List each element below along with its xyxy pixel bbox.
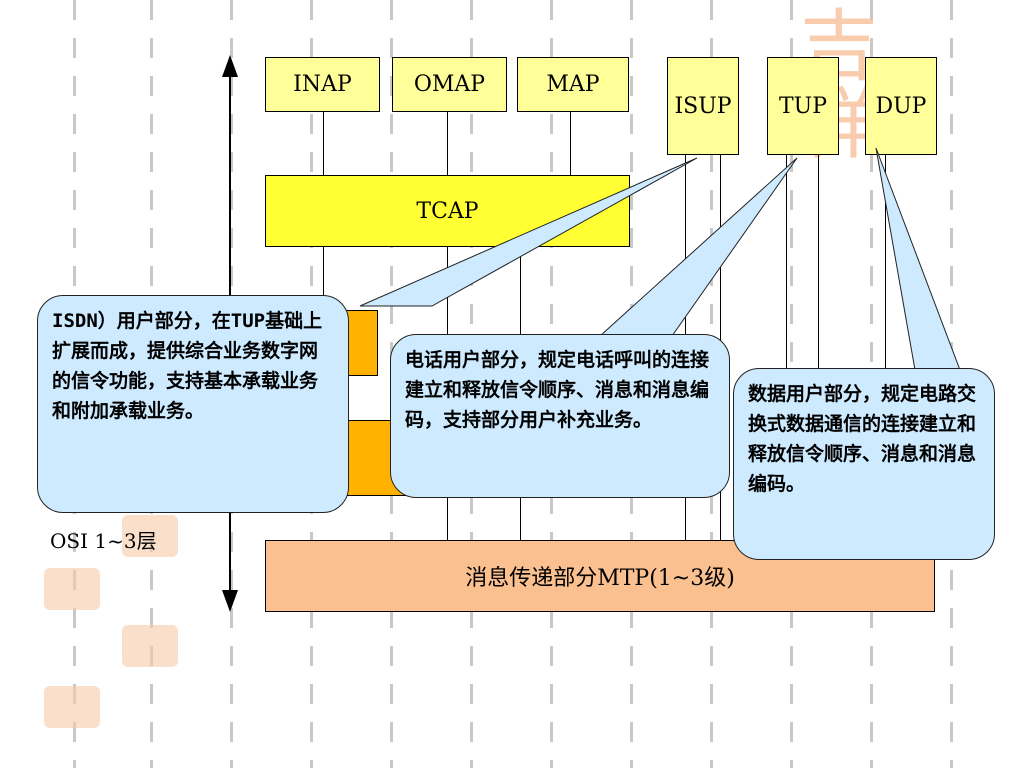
- connector-line: [323, 246, 324, 316]
- tcap-box: TCAP: [265, 175, 630, 247]
- connector-line: [323, 110, 324, 175]
- osi-label: OSI 1~3层: [50, 529, 157, 553]
- connector-line: [885, 155, 886, 370]
- isup-description-callout: ISDN）用户部分，在TUP基础上扩展而成，提供综合业务数字网的信令功能，支持基…: [37, 295, 349, 513]
- seal-logo-small: [44, 568, 100, 610]
- dup-box: DUP: [865, 57, 937, 155]
- dup-description-callout: 数据用户部分，规定电路交换式数据通信的连接建立和释放信令顺序、消息和消息编码。: [733, 368, 995, 560]
- connector-line: [786, 155, 787, 375]
- omap-label: OMAP: [413, 72, 486, 97]
- map-box: MAP: [517, 57, 629, 112]
- connector-line: [818, 155, 819, 375]
- seal-logo-small: [122, 625, 178, 667]
- map-label: MAP: [546, 72, 600, 97]
- seal-logo-small: [122, 515, 178, 557]
- seal-logo-small: [44, 686, 100, 728]
- mtp-label: 消息传递部分MTP(1~3级): [465, 566, 735, 591]
- inap-label: INAP: [293, 72, 352, 97]
- dup-label: DUP: [875, 93, 927, 119]
- tup-description-callout: 电话用户部分，规定电话呼叫的连接建立和释放信令顺序、消息和消息编码，支持部分用户…: [390, 334, 730, 498]
- dup-description-text: 数据用户部分，规定电路交换式数据通信的连接建立和释放信令顺序、消息和消息编码。: [748, 383, 977, 495]
- connector-line: [570, 110, 571, 175]
- tup-box: TUP: [767, 57, 839, 155]
- connector-line: [447, 110, 448, 175]
- isup-box: ISUP: [667, 57, 739, 155]
- tup-label: TUP: [778, 93, 828, 119]
- isup-description-text: ISDN）用户部分，在TUP基础上扩展而成，提供综合业务数字网的信令功能，支持基…: [52, 310, 323, 422]
- omap-box: OMAP: [392, 57, 507, 112]
- inap-box: INAP: [265, 57, 380, 112]
- tup-description-text: 电话用户部分，规定电话呼叫的连接建立和释放信令顺序、消息和消息编码，支持部分用户…: [405, 349, 710, 431]
- tcap-label: TCAP: [416, 198, 479, 224]
- isup-label: ISUP: [674, 93, 732, 119]
